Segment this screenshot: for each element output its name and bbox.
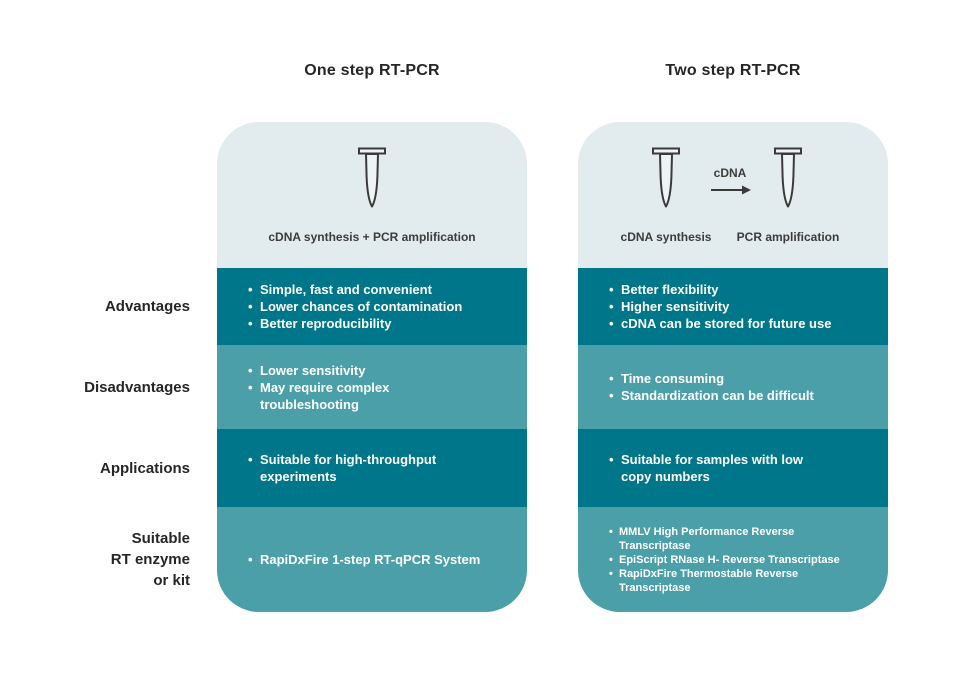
one-step-applications-section: Suitable for high-throughput experiments xyxy=(217,429,527,507)
bullet-item: May require complex troubleshooting xyxy=(247,379,515,413)
bullet-item: Time consuming xyxy=(608,370,876,387)
row-label-advantages: Advantages xyxy=(104,298,190,315)
bullet-item: RapiDxFire Thermostable Reverse Transcri… xyxy=(608,567,876,595)
enzyme-label-line: RT enzyme xyxy=(110,551,190,568)
bullet-item: Suitable for high-throughput experiments xyxy=(247,451,515,485)
one-step-disadvantages-list: Lower sensitivityMay require complex tro… xyxy=(217,362,527,413)
bullet-item: EpiScript RNase H- Reverse Transcriptase xyxy=(608,553,876,567)
arrow-right-icon xyxy=(709,183,753,201)
bullet-item: Simple, fast and convenient xyxy=(247,281,515,298)
one-step-enzymes-list: RapiDxFire 1-step RT-qPCR System xyxy=(217,551,527,568)
cdna-synthesis-caption: cDNA synthesis xyxy=(620,230,712,244)
one-step-disadvantages-section: Lower sensitivityMay require complex tro… xyxy=(217,345,527,429)
enzyme-label-line: Suitable xyxy=(131,530,190,547)
one-step-advantages-section: Simple, fast and convenientLower chances… xyxy=(217,268,527,345)
one-step-applications-list: Suitable for high-throughput experiments xyxy=(217,451,527,485)
enzyme-label-line: or kit xyxy=(153,572,190,589)
one-step-caption: cDNA synthesis + PCR amplification xyxy=(268,230,476,244)
two-step-applications-section: Suitable for samples with low copy numbe… xyxy=(578,429,888,507)
tube-icon xyxy=(652,147,680,208)
row-label-applications: Applications xyxy=(99,459,190,477)
two-step-enzymes-section: MMLV High Performance Reverse Transcript… xyxy=(578,507,888,612)
two-step-advantages-list: Better flexibilityHigher sensitivitycDNA… xyxy=(578,281,888,332)
two-step-enzymes-list: MMLV High Performance Reverse Transcript… xyxy=(578,525,888,595)
two-step-diagram-panel: cDNA cDNA synthesis PCR amplification xyxy=(578,122,888,268)
two-step-applications-list: Suitable for samples with low copy numbe… xyxy=(578,451,888,485)
bullet-item: Better flexibility xyxy=(608,281,876,298)
bullet-item: cDNA can be stored for future use xyxy=(608,315,876,332)
tube-icon xyxy=(774,147,802,208)
two-step-disadvantages-section: Time consumingStandardization can be dif… xyxy=(578,345,888,429)
pcr-amplification-caption: PCR amplification xyxy=(736,230,840,244)
bullet-item: Lower sensitivity xyxy=(247,362,515,379)
one-step-enzymes-section: RapiDxFire 1-step RT-qPCR System xyxy=(217,507,527,612)
two-step-header: Two step RT-PCR xyxy=(665,62,801,79)
bullet-item: Better reproducibility xyxy=(247,315,515,332)
two-step-advantages-section: Better flexibilityHigher sensitivitycDNA… xyxy=(578,268,888,345)
tube-icon xyxy=(358,147,386,208)
one-step-advantages-list: Simple, fast and convenientLower chances… xyxy=(217,281,527,332)
one-step-header: One step RT-PCR xyxy=(304,62,440,79)
bullet-item: MMLV High Performance Reverse Transcript… xyxy=(608,525,876,553)
row-label-enzyme-or-kit: Suitable RT enzyme or kit xyxy=(0,507,190,612)
row-label-disadvantages: Disadvantages xyxy=(84,378,190,396)
bullet-item: Higher sensitivity xyxy=(608,298,876,315)
one-step-card: cDNA synthesis + PCR amplification Simpl… xyxy=(217,122,527,612)
bullet-item: Lower chances of contamination xyxy=(247,298,515,315)
one-step-diagram-panel: cDNA synthesis + PCR amplification xyxy=(217,122,527,268)
bullet-item: Suitable for samples with low copy numbe… xyxy=(608,451,876,485)
two-step-card: cDNA cDNA synthesis PCR amplification Be… xyxy=(578,122,888,612)
cdna-arrow-label: cDNA xyxy=(713,166,747,180)
two-step-disadvantages-list: Time consumingStandardization can be dif… xyxy=(578,370,888,404)
bullet-item: Standardization can be difficult xyxy=(608,387,876,404)
bullet-item: RapiDxFire 1-step RT-qPCR System xyxy=(247,551,515,568)
